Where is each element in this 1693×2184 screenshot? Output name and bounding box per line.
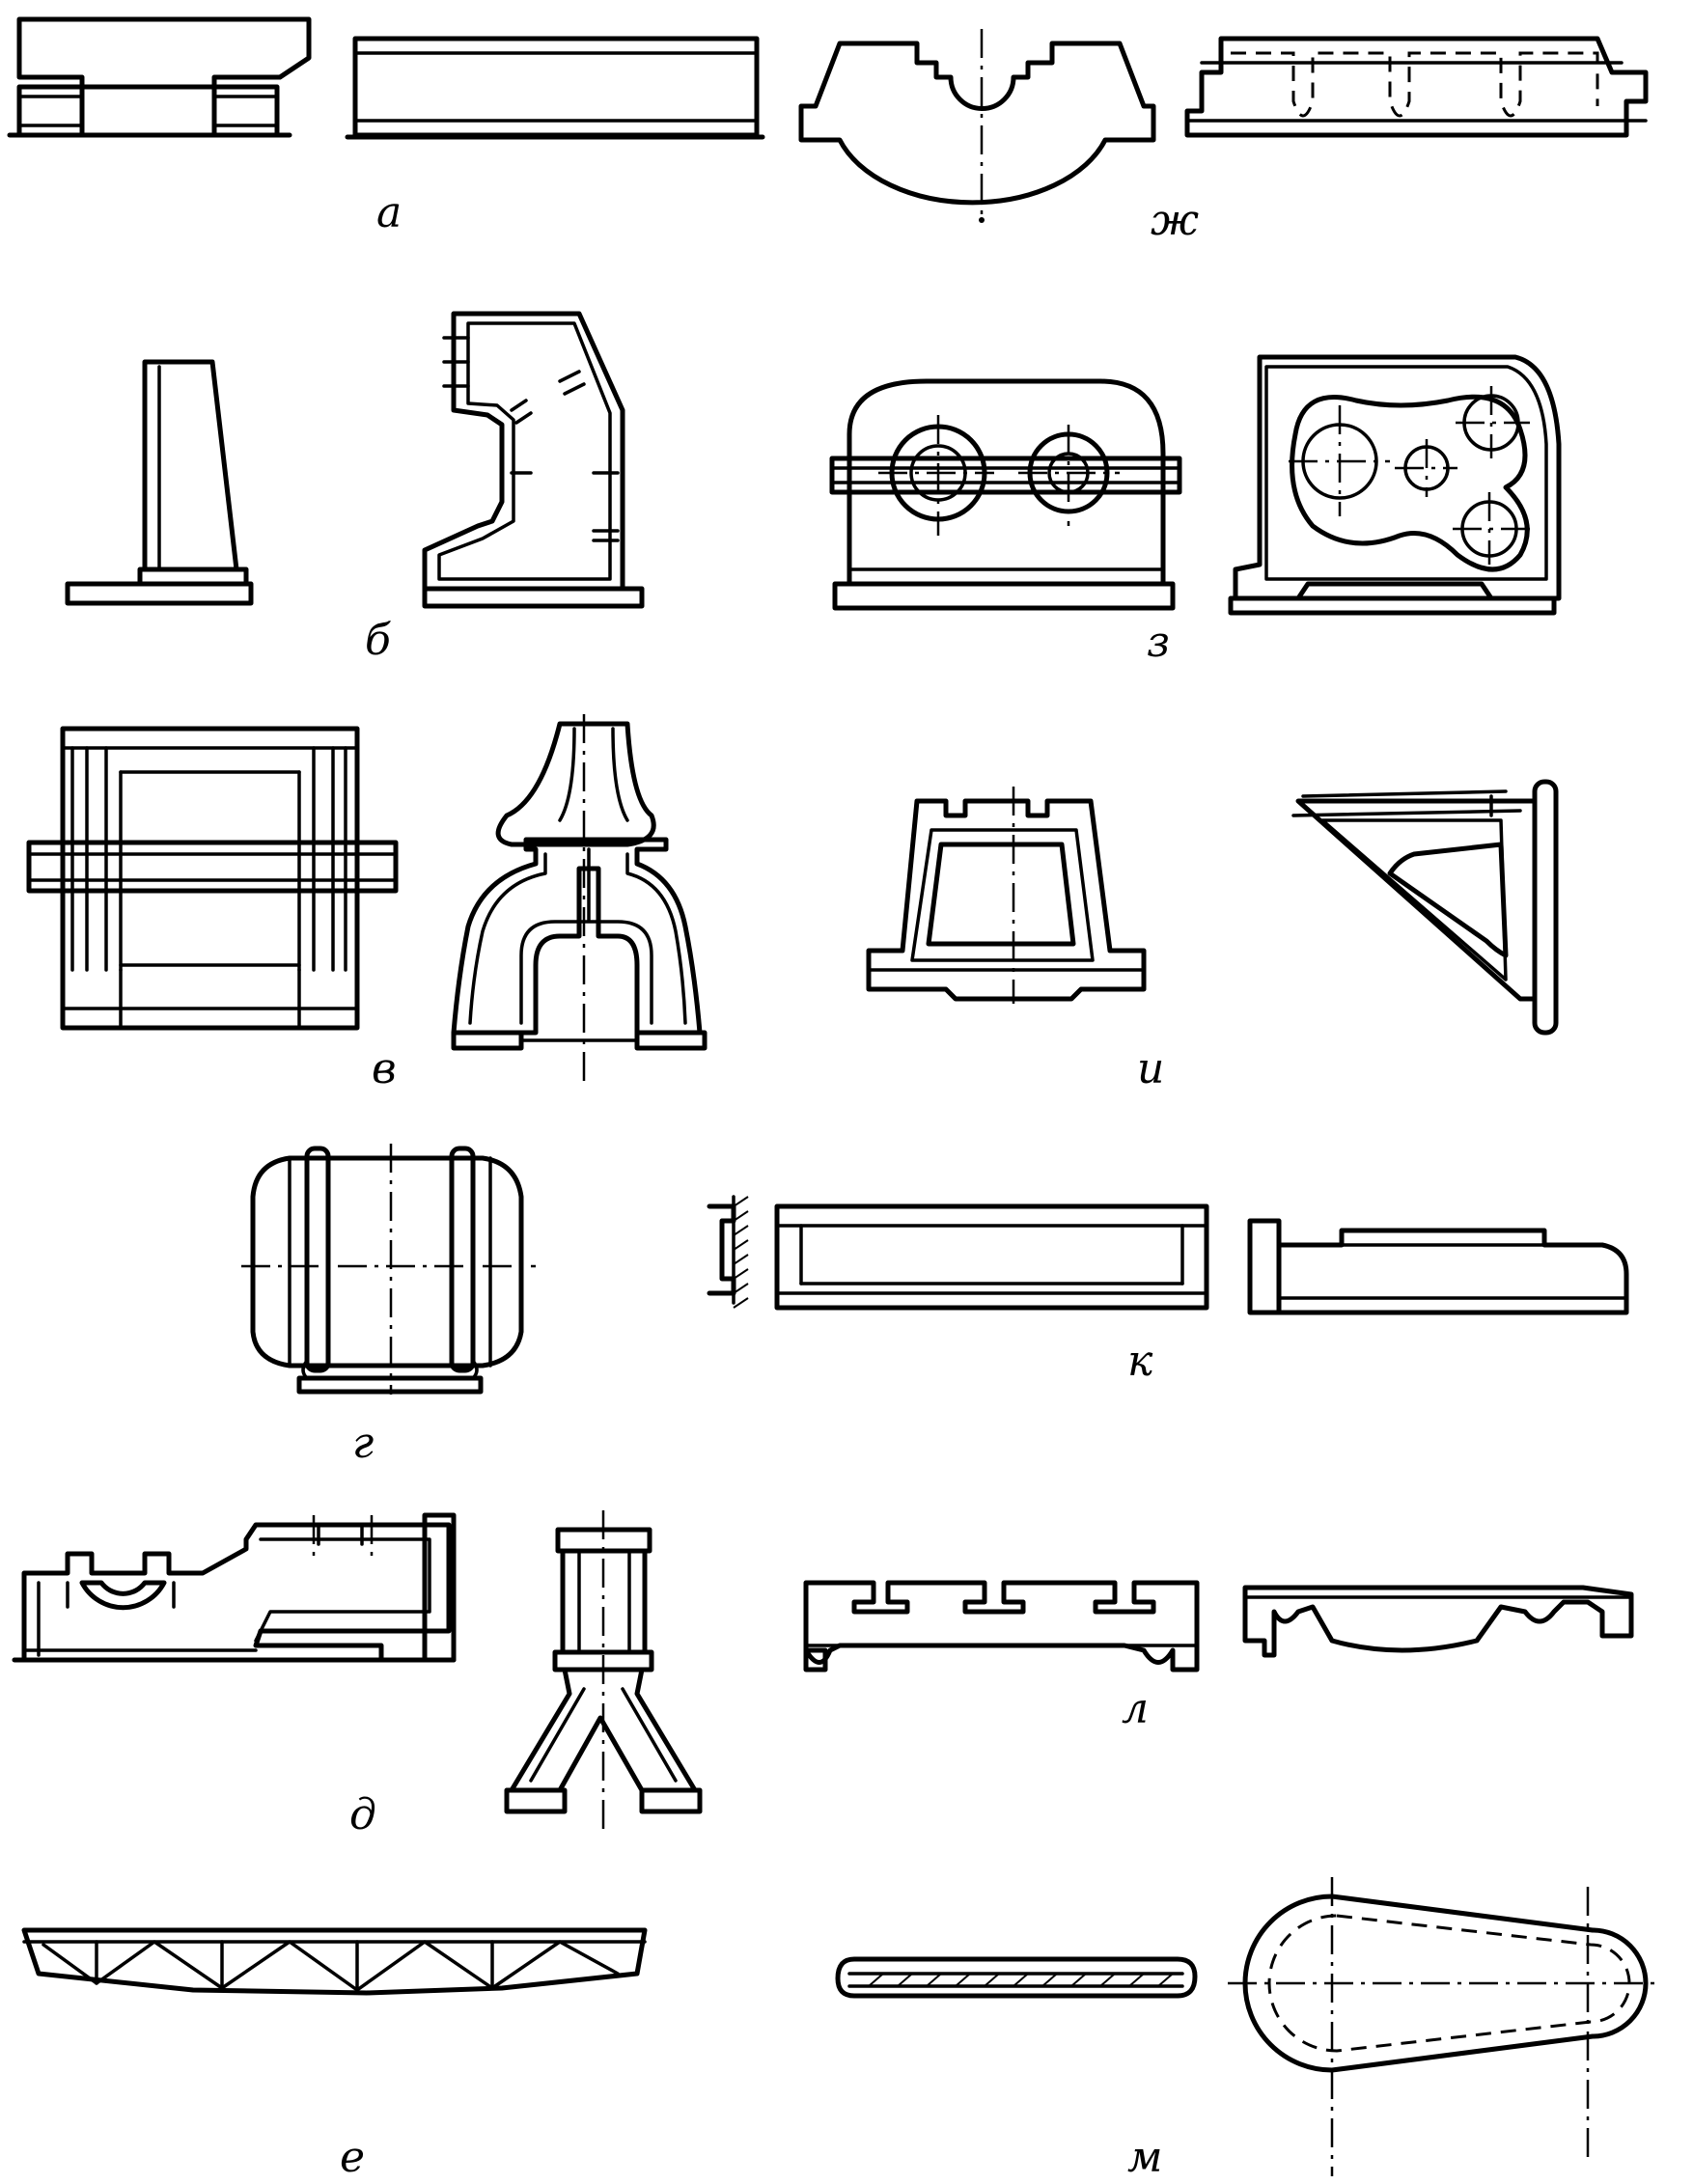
flat-cover-section xyxy=(835,1956,1198,1999)
figure-i: и xyxy=(866,779,1559,1093)
wall-mount-guide-section xyxy=(707,1195,749,1309)
truss-frame-beam xyxy=(21,1927,648,1996)
bed-with-headstock-block xyxy=(1247,1218,1629,1315)
figure-label-zh: ж xyxy=(1151,196,1199,245)
figure-v: в xyxy=(26,714,708,1093)
figure-label-v: в xyxy=(372,1044,397,1093)
figure-d: д xyxy=(12,1510,703,1839)
c-frame-press-body xyxy=(422,311,645,609)
table-with-saddle-groove xyxy=(1242,1585,1634,1658)
figure-a: а xyxy=(7,16,765,237)
t-slot-table-section xyxy=(803,1580,1200,1673)
long-bed-plate xyxy=(345,36,765,140)
figure-m: м xyxy=(835,1877,1655,2182)
figure-label-g: г xyxy=(352,1419,374,1468)
figure-label-l: л xyxy=(1122,1684,1149,1733)
figure-l: л xyxy=(803,1580,1634,1733)
belt-drive-guard-outline xyxy=(1228,1877,1655,2176)
figure-label-e: е xyxy=(340,2133,365,2182)
multi-shaft-gearbox-housing xyxy=(1228,354,1562,616)
figure-b: б xyxy=(65,311,645,665)
figure-label-m: м xyxy=(1127,2133,1162,2182)
gear-reducer-housing xyxy=(829,378,1182,611)
figure-zh: ж xyxy=(798,29,1649,245)
figure-z: з xyxy=(829,354,1562,667)
figure-k: к xyxy=(707,1195,1629,1386)
figure-label-a: а xyxy=(376,188,402,237)
portal-base-housing xyxy=(866,787,1147,1004)
machine-bed-on-feet xyxy=(7,16,312,138)
double-column-frame xyxy=(26,726,399,1031)
tapered-pedestal-column xyxy=(451,714,708,1081)
rectangular-bed-frame xyxy=(774,1203,1209,1311)
figure-label-k: к xyxy=(1127,1337,1153,1386)
figure-e: е xyxy=(21,1927,648,2182)
tapered-column xyxy=(65,359,254,606)
a-frame-support-leg xyxy=(504,1510,703,1829)
figure-label-b: б xyxy=(365,616,391,665)
figure-label-d: д xyxy=(349,1790,376,1839)
tray-plate-with-pockets xyxy=(1184,36,1649,138)
figure-label-z: з xyxy=(1147,618,1170,667)
figure-g: г xyxy=(241,1144,536,1468)
cylindrical-drum-housing xyxy=(241,1144,536,1395)
split-bearing-housing xyxy=(798,29,1156,223)
figure-label-i: и xyxy=(1137,1044,1164,1093)
turbine-bearing-frame xyxy=(12,1512,457,1663)
angle-bracket-knee xyxy=(1291,779,1559,1036)
